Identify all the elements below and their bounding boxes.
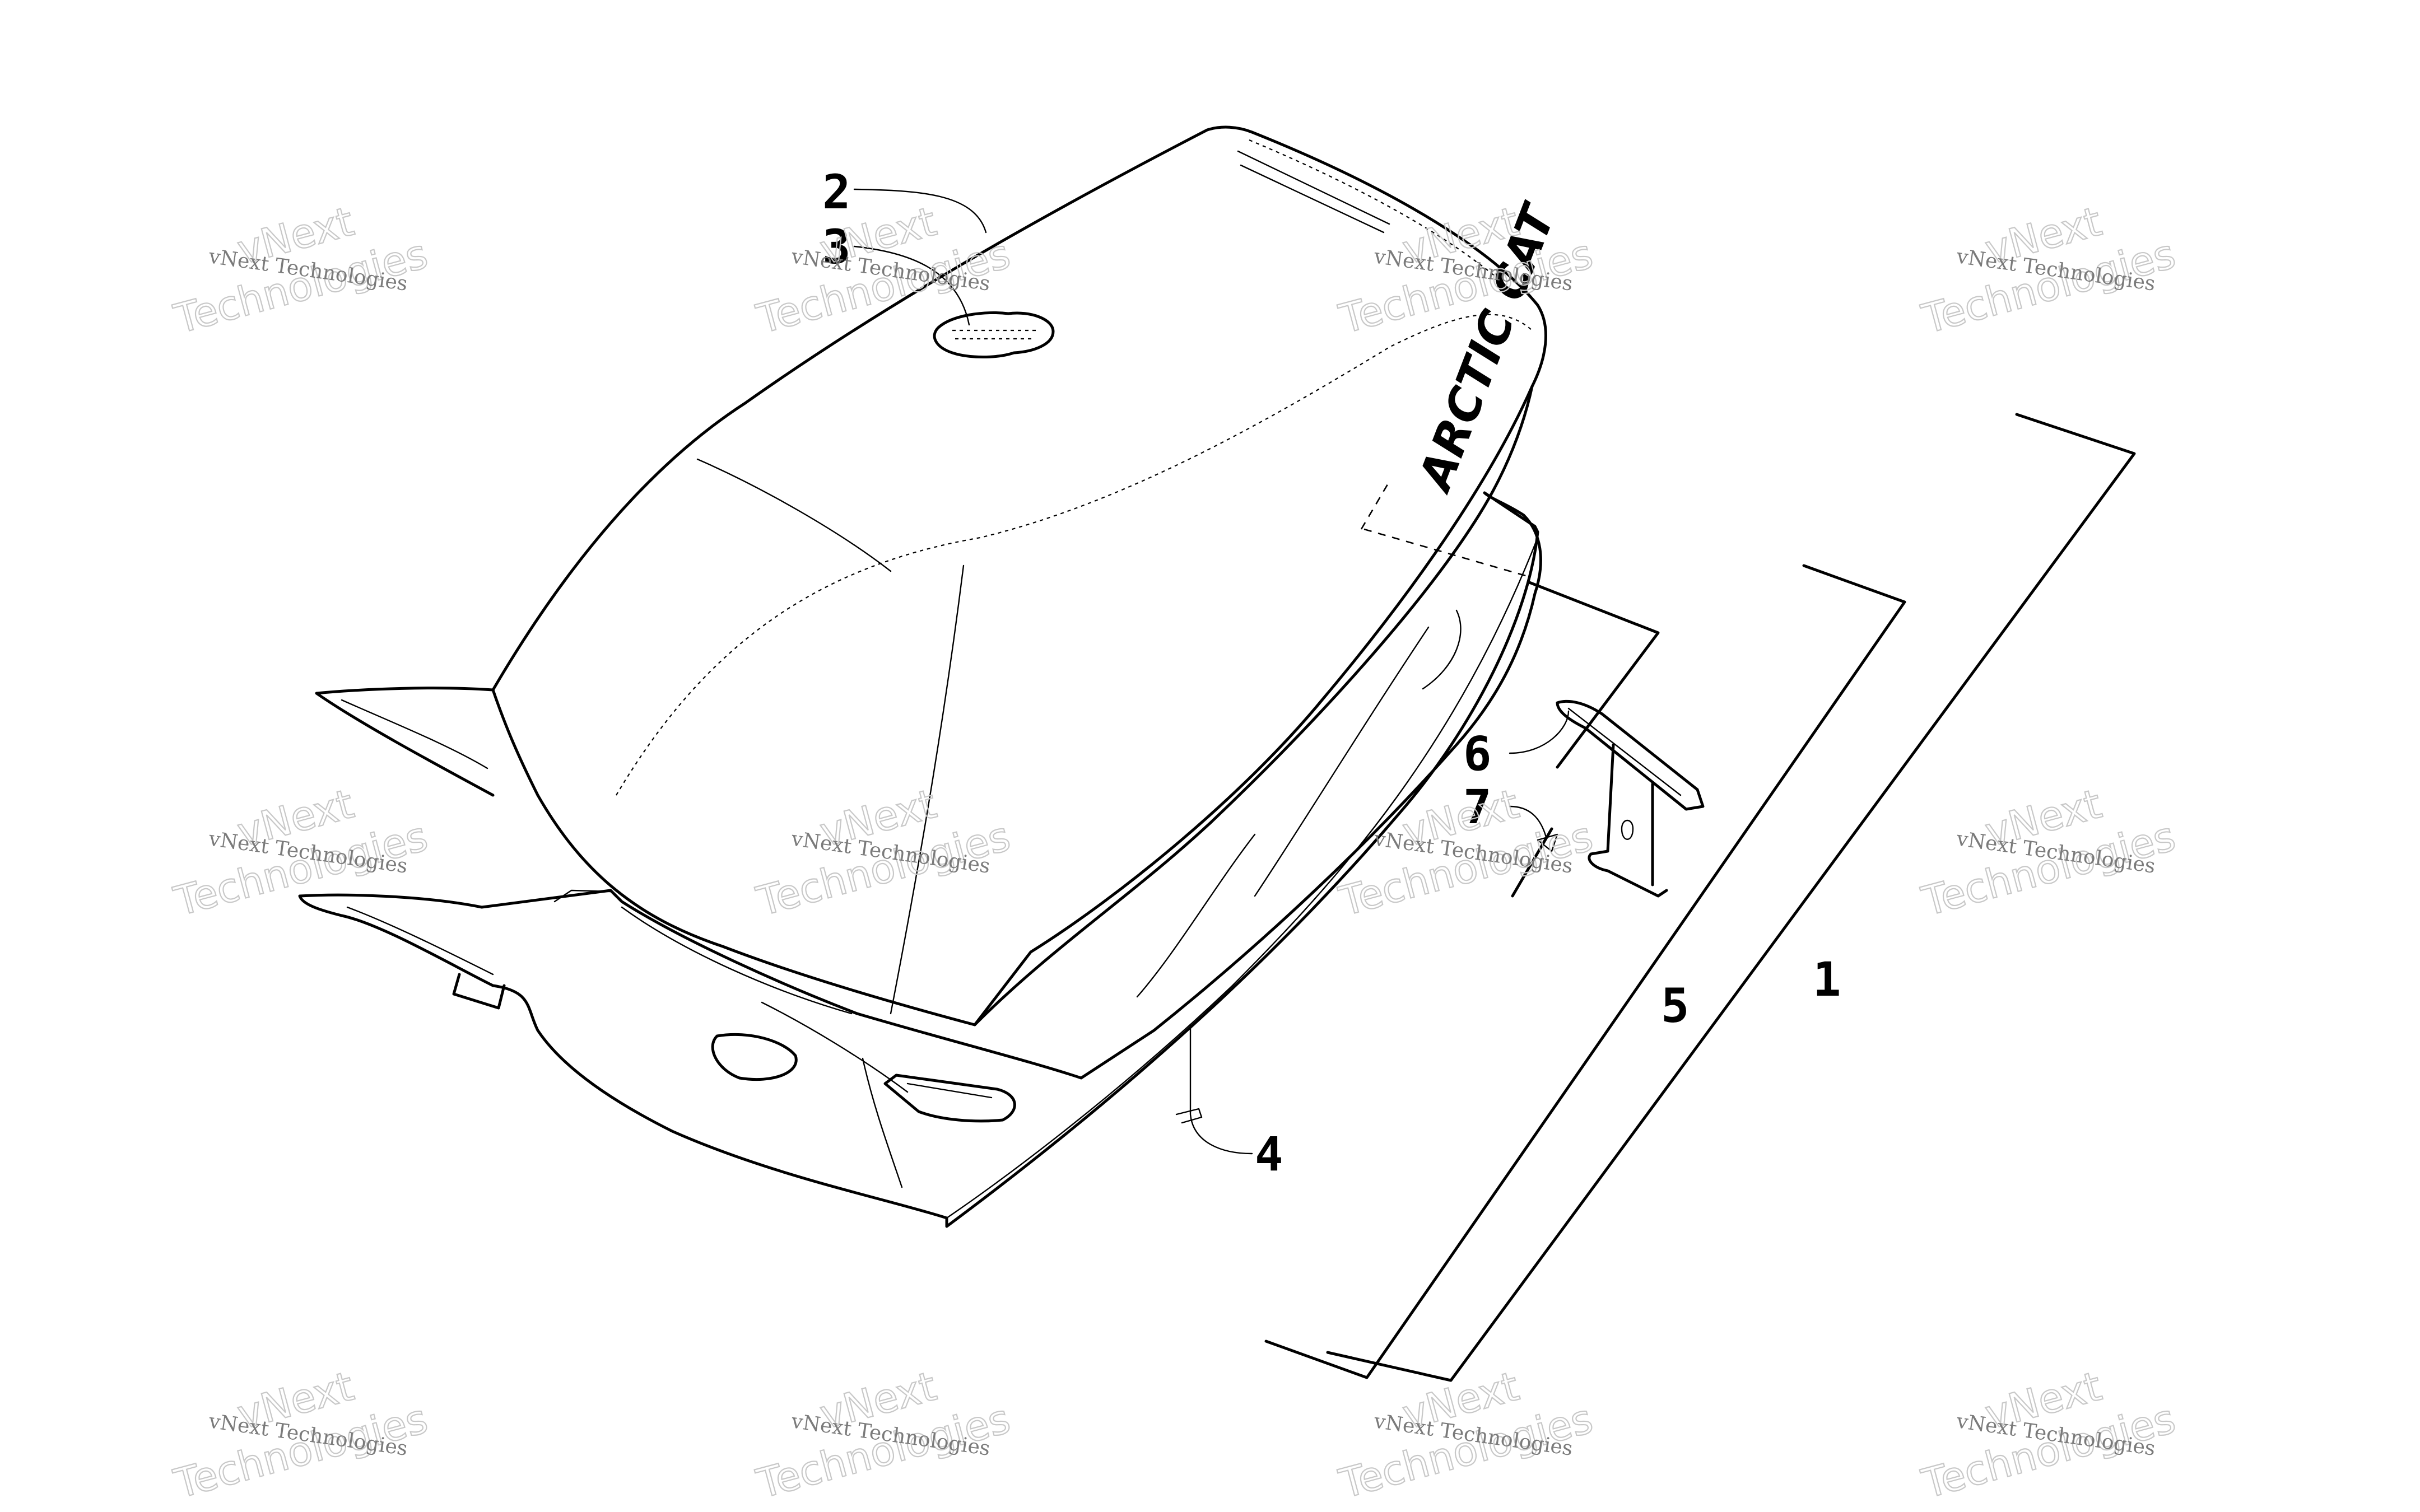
- watermark-grid: vNext Technologies vNext Technologies vN…: [169, 197, 2181, 1508]
- watermark: vNext Technologies vNext Technologies: [1916, 197, 2181, 343]
- watermark: vNext Technologies vNext Technologies: [1334, 780, 1598, 926]
- watermark: vNext Technologies vNext Technologies: [169, 780, 433, 926]
- seat-cover: [315, 125, 1547, 1026]
- callout-5: 5: [1661, 978, 1690, 1033]
- watermark: vNext Technologies vNext Technologies: [169, 197, 433, 343]
- bracket: [1556, 699, 1705, 898]
- callout-7: 7: [1463, 780, 1492, 834]
- watermark: vNext Technologies vNext Technologies: [751, 197, 1016, 343]
- callout-1: 1: [1813, 952, 1841, 1007]
- watermark: vNext Technologies vNext Technologies: [1916, 1362, 2181, 1508]
- callout-4: 4: [1255, 1127, 1283, 1182]
- watermark: vNext Technologies vNext Technologies: [1916, 780, 2181, 926]
- leader-lines: [853, 188, 1570, 1155]
- watermark: vNext Technologies vNext Technologies: [1334, 1362, 1598, 1508]
- seat-base: [298, 491, 1542, 1228]
- callout-2: 2: [822, 165, 851, 220]
- watermark: vNext Technologies vNext Technologies: [751, 780, 1016, 926]
- foam-patch: [933, 311, 1055, 358]
- clip: [1175, 1108, 1203, 1124]
- assembly-brackets: [1264, 413, 2136, 1382]
- watermark: vNext Technologies vNext Technologies: [751, 1362, 1016, 1508]
- callout-6: 6: [1463, 726, 1492, 781]
- watermark: vNext Technologies vNext Technologies: [169, 1362, 433, 1508]
- rivet: [1511, 827, 1558, 898]
- callout-3: 3: [822, 220, 851, 274]
